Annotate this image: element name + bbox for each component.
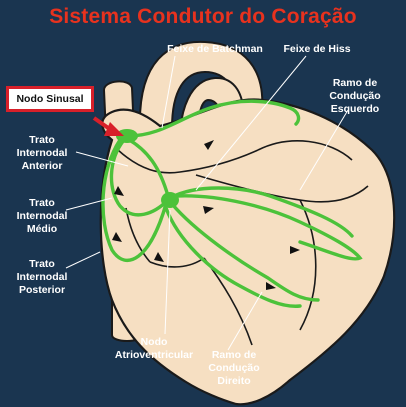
av-node: [161, 192, 179, 208]
label-ramo-direito: Ramo de Condução Direito: [208, 349, 260, 387]
direction-arrows: [112, 140, 300, 290]
label-trato-medio: Trato Internodal Médio: [16, 197, 68, 235]
page-title: Sistema Condutor do Coração: [49, 5, 357, 28]
label-nodo-av: Nodo Atrioventricular: [114, 336, 194, 361]
trato-posterior-path: [101, 138, 168, 262]
arrow-icon: [154, 252, 164, 262]
label-nodo-sinusal-text: Nodo Sinusal: [16, 93, 84, 105]
label-ramo-esquerdo: Ramo de Condução Esquerdo: [329, 77, 381, 115]
arrow-icon: [203, 206, 214, 214]
feixe-batchman-path: [126, 99, 301, 138]
arrow-icon: [112, 232, 122, 242]
arrow-icon: [114, 186, 124, 196]
trato-medio-path: [109, 138, 170, 217]
arrow-icon: [290, 246, 300, 254]
label-trato-anterior: Trato Internodal Anterior: [16, 134, 68, 172]
label-nodo-sinusal: Nodo Sinusal: [6, 86, 94, 112]
leader-lines: [65, 55, 349, 351]
label-trato-posterior: Trato Internodal Posterior: [16, 258, 68, 296]
pointer-head-icon: [104, 122, 124, 136]
ramo-direito-path: [170, 202, 320, 302]
heart-body: [99, 98, 396, 406]
arrow-icon: [266, 282, 276, 290]
arrow-icon: [204, 140, 214, 150]
sinus-node: [116, 129, 138, 143]
label-feixe-hiss: Feixe de Hiss: [283, 43, 351, 55]
ramo-direito-inner-path: [164, 206, 302, 308]
ramo-esquerdo-path: [174, 194, 363, 261]
label-feixe-batchman: Feixe de Batchman: [167, 43, 263, 55]
